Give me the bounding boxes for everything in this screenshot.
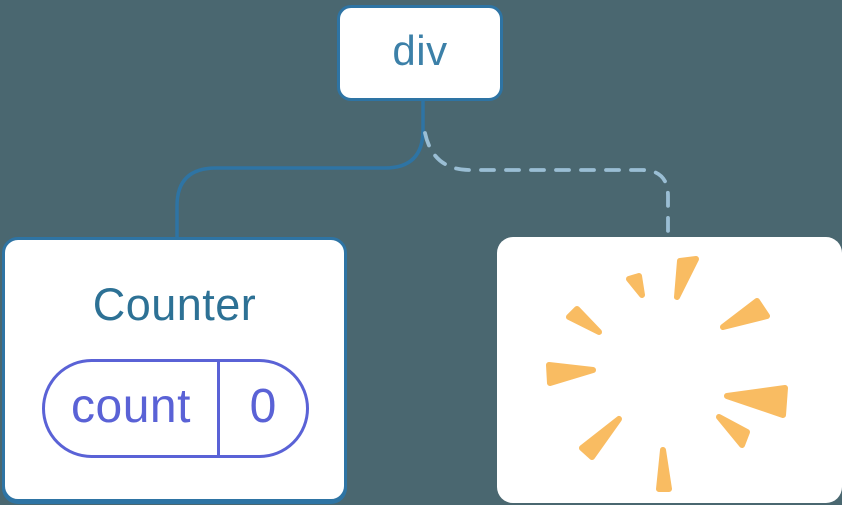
state-key-label: count	[71, 380, 191, 433]
state-pill: count 0	[42, 359, 309, 458]
component-title: Counter	[92, 279, 257, 330]
state-value: 0	[249, 380, 277, 433]
removed-component-card	[497, 237, 842, 503]
root-node-div: div	[337, 5, 503, 101]
connector-dashed-line	[423, 131, 670, 240]
pill-divider	[217, 362, 220, 455]
counter-component-card: Counter count 0	[2, 237, 347, 502]
root-node-label: div	[392, 27, 448, 74]
connector-solid-line	[175, 98, 425, 240]
poof-burst-icon	[546, 256, 788, 492]
